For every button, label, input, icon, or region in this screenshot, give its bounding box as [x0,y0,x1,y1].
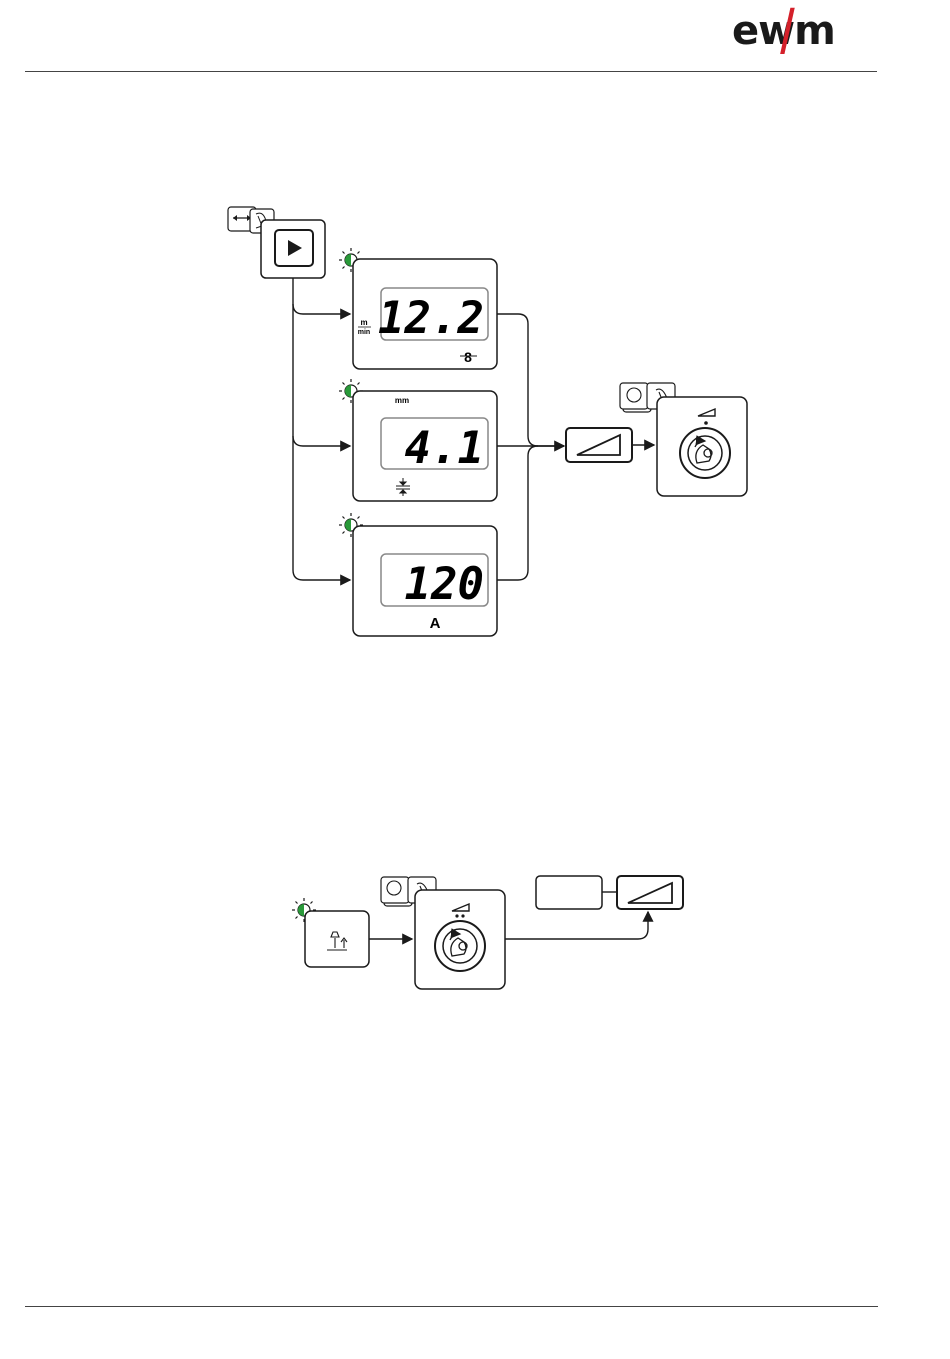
material-thickness-icon: 8 [464,349,472,365]
unit-label-top: m [360,318,367,327]
blank-parameter-box [536,876,602,909]
parameter-boxes [536,876,683,909]
display-value: 120 [405,559,484,610]
rotary-knob-icon[interactable] [435,921,485,971]
unit-label-bottom: min [358,329,370,336]
function-panel [292,898,369,967]
display-panel-current: 120 A [339,513,497,636]
display-value: 4.1 [405,423,484,474]
control-knob-panel-bottom [381,877,505,989]
slope-parameter-box [566,428,632,462]
display-panel-wire-speed: 12.2 m min 8 [339,248,497,369]
select-button-group [228,207,325,278]
unit-label-amps: A [430,615,441,632]
unit-label-top: mm [395,396,409,405]
rotary-knob-icon[interactable] [680,428,730,478]
merge-connectors [497,314,564,580]
display-value: 12.2 [378,293,484,344]
display-panel-thickness: 4.1 mm [339,379,497,501]
branch-connectors [293,278,350,580]
knob-connector [505,912,648,939]
control-knob-panel [620,383,747,496]
